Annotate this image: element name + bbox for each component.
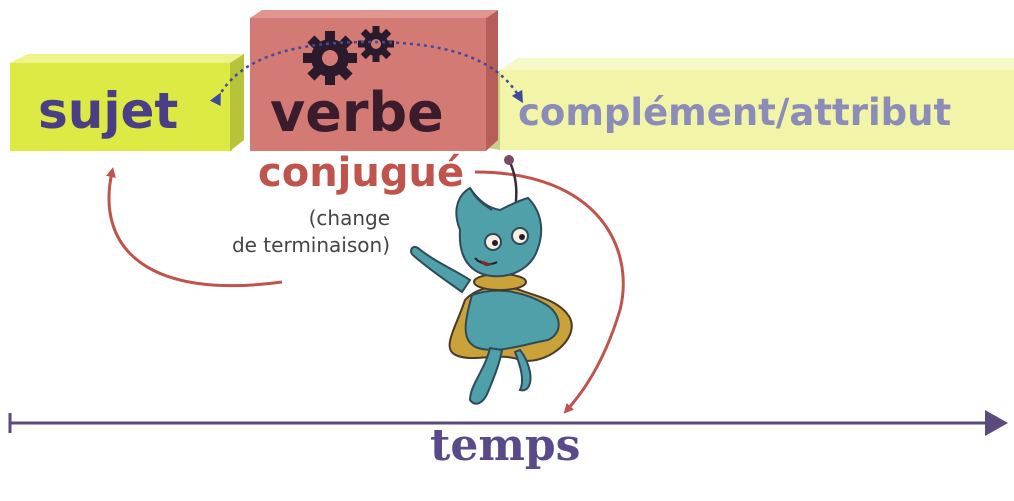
verb-label: verbe — [270, 81, 444, 144]
agreement-arrow — [209, 40, 524, 107]
timeline — [8, 410, 1008, 436]
subject-arrow — [106, 167, 283, 288]
conjugated-label: conjugué — [258, 150, 465, 196]
ending-note-line2: de terminaison) — [231, 233, 390, 257]
ending-change-note: (change de terminaison) — [190, 205, 390, 259]
subject-label: sujet — [38, 82, 179, 140]
cat-mascot-illustration — [410, 155, 573, 405]
complement-label: complément/attribut — [518, 91, 952, 134]
time-arrow — [474, 170, 625, 414]
time-label: temps — [430, 420, 581, 471]
ending-note-line1: (change — [308, 206, 390, 230]
